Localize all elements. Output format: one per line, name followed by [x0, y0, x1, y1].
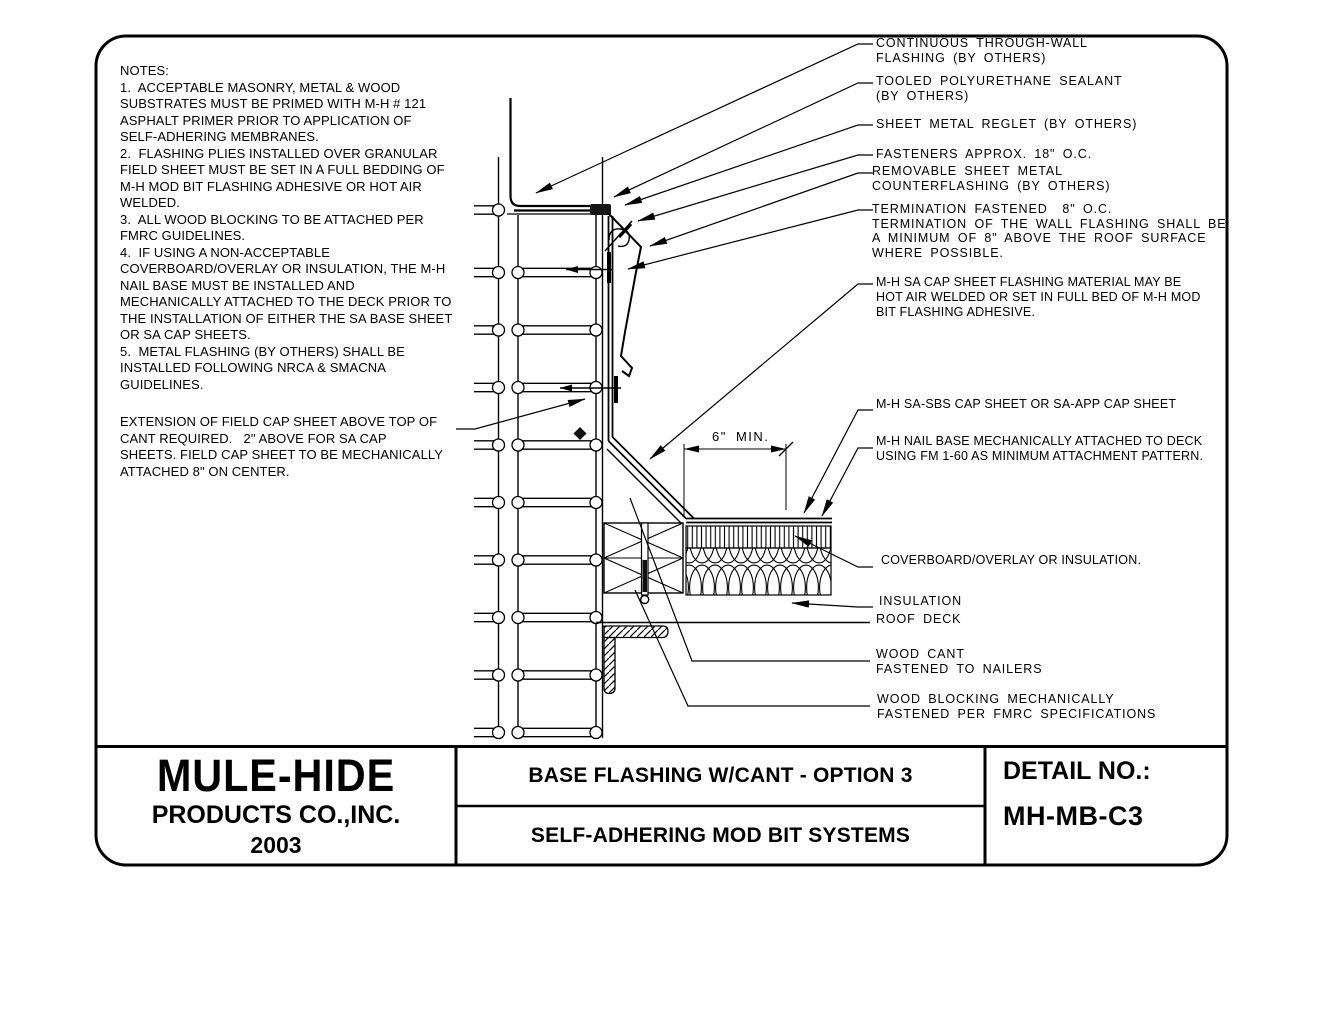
sheet-title-line1: BASE FLASHING W/CANT - OPTION 3 — [528, 764, 913, 787]
wood-cant — [606, 448, 682, 524]
dimension-6min — [683, 441, 794, 517]
termination-fastener-lower — [560, 376, 621, 403]
leader-termination — [627, 209, 873, 270]
membrane-termination-mark — [573, 427, 587, 440]
company-year: 2003 — [250, 832, 302, 858]
leader-sealant — [613, 82, 873, 198]
leader-through-wall-flashing — [535, 43, 873, 194]
callout-wood-cant: WOOD CANT FASTENED TO NAILERS — [876, 647, 1043, 677]
border-frame — [94, 34, 1229, 867]
leader-nail-base — [821, 447, 873, 517]
through-wall-flashing — [507, 98, 596, 215]
callout-termination: TERMINATION FASTENED 8" O.C. TERMINATION… — [872, 202, 1227, 260]
leader-fasteners — [637, 154, 873, 222]
callout-sa-cap-sheet: M-H SA CAP SHEET FLASHING MATERIAL MAY B… — [876, 275, 1201, 320]
leader-wood-blocking — [634, 589, 870, 707]
sealant-blob — [590, 204, 611, 215]
leader-wood-cant — [629, 497, 870, 662]
leader-insulation — [791, 600, 873, 608]
extension-note: EXTENSION OF FIELD CAP SHEET ABOVE TOP O… — [120, 414, 444, 479]
company-subtitle: PRODUCTS CO.,INC. — [151, 801, 401, 829]
clip-fastener — [604, 220, 633, 252]
detail-no-value: MH-MB-C3 — [1003, 801, 1144, 831]
callout-reglet: SHEET METAL REGLET (BY OTHERS) — [876, 117, 1138, 131]
callout-fasteners: FASTENERS APPROX. 18" O.C. — [876, 147, 1093, 161]
insulation-batt — [685, 547, 832, 596]
callout-wood-blocking: WOOD BLOCKING MECHANICALLY FASTENED PER … — [877, 692, 1157, 722]
anchor-bolt — [640, 522, 650, 605]
callout-nail-base: M-H NAIL BASE MECHANICALLY ATTACHED TO D… — [876, 434, 1204, 464]
detail-no-label: DETAIL NO.: — [1003, 757, 1151, 785]
leader-extension-note — [456, 398, 586, 430]
coverboard-hatch — [685, 525, 832, 549]
wall-flashing-membrane — [573, 216, 695, 520]
leader-sa-cap-sheet — [649, 283, 873, 460]
leader-sbs-cap-sheet — [803, 409, 873, 514]
company-name: MULE-HIDE — [156, 750, 396, 801]
dimension-label: 6" MIN. — [712, 429, 770, 444]
counterflashing — [607, 212, 643, 378]
callout-insulation: INSULATION — [879, 594, 963, 608]
callout-through-wall-flashing: CONTINUOUS THROUGH-WALL FLASHING (BY OTH… — [876, 36, 1088, 66]
notes-block: NOTES: 1. ACCEPTABLE MASONRY, METAL & WO… — [120, 63, 453, 392]
leader-reglet — [624, 124, 873, 206]
sheet-title-line2: SELF-ADHERING MOD BIT SYSTEMS — [530, 824, 911, 847]
callout-sealant: TOOLED POLYURETHANE SEALANT (BY OTHERS) — [876, 74, 1123, 104]
leader-coverboard — [794, 535, 873, 568]
callout-roof-deck: ROOF DECK — [876, 612, 962, 626]
leader-counterflashing — [649, 172, 873, 247]
callout-coverboard: COVERBOARD/OVERLAY OR INSULATION. — [881, 553, 1142, 567]
roof-membrane — [686, 517, 832, 524]
leader-lines — [456, 43, 873, 707]
deck-angle — [603, 625, 669, 695]
termination-fastener-upper — [566, 252, 612, 283]
callout-sbs-cap-sheet: M-H SA-SBS CAP SHEET OR SA-APP CAP SHEET — [876, 397, 1177, 411]
callout-counterflashing: REMOVABLE SHEET METAL COUNTERFLASHING (B… — [872, 164, 1111, 194]
masonry-wall — [473, 157, 604, 740]
